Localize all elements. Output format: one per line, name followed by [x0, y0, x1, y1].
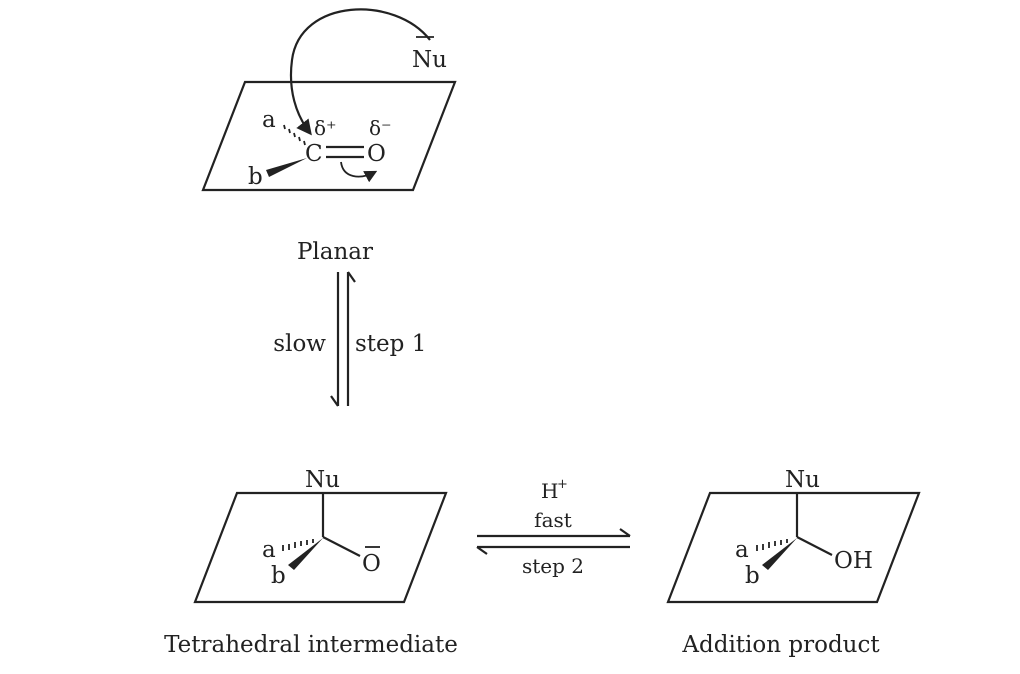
oxygen-label: O [367, 141, 386, 167]
step1-equilibrium-arrows [330, 271, 356, 407]
bond-to-hydroxyl [796, 536, 833, 556]
hashed-bond-a [282, 539, 314, 551]
planar-carbonyl-group: Nu a b C O δ⁺ δ⁻ [201, 8, 457, 192]
delta-minus-label: δ⁻ [369, 116, 392, 140]
forward-arrow [477, 528, 631, 538]
wedge-bond-b [288, 538, 323, 570]
product-hydroxyl-label: OH [834, 548, 873, 574]
nucleophilic-attack-arrow [289, 8, 431, 136]
step2-label: step 2 [522, 554, 584, 578]
carbon-label: C [305, 141, 323, 167]
step1-right-label: step 1 [355, 331, 426, 357]
plane-parallelogram [666, 491, 921, 604]
nucleophile-label: Nu [412, 47, 447, 73]
substituent-b-label: b [248, 164, 263, 190]
step2-reagent-charge: + [557, 477, 568, 492]
intermediate-oxygen-label: O [362, 551, 381, 577]
substituent-a-label: a [262, 107, 276, 133]
reverse-arrow [476, 545, 630, 555]
intermediate-nucleophile-label: Nu [305, 467, 340, 493]
step2-rate-label: fast [534, 508, 572, 532]
product-nucleophile-label: Nu [785, 467, 820, 493]
tetrahedral-caption: Tetrahedral intermediate [164, 632, 458, 658]
electron-shift-arrow [340, 161, 378, 183]
addition-product-group: Nu a b OH [666, 467, 921, 604]
step2-equilibrium-arrows [476, 528, 631, 555]
up-arrow [346, 271, 356, 406]
addition-product-caption: Addition product [681, 632, 880, 658]
step2-reagent-label: H [541, 479, 558, 503]
product-substituent-a-label: a [735, 537, 749, 563]
planar-caption: Planar [297, 239, 373, 265]
step1-left-label: slow [273, 331, 326, 357]
wedge-bond-b [266, 158, 307, 177]
tetrahedral-intermediate-group: Nu a b O [193, 467, 448, 604]
intermediate-substituent-b-label: b [271, 563, 286, 589]
bond-to-oxygen [322, 536, 361, 557]
delta-plus-label: δ⁺ [314, 116, 337, 140]
plane-parallelogram [201, 80, 457, 192]
hashed-bond-a [756, 539, 788, 551]
intermediate-substituent-a-label: a [262, 537, 276, 563]
plane-parallelogram [193, 491, 448, 604]
hashed-bond-a [283, 124, 306, 146]
wedge-bond-b [762, 538, 797, 570]
product-substituent-b-label: b [745, 563, 760, 589]
down-arrow [330, 272, 340, 407]
